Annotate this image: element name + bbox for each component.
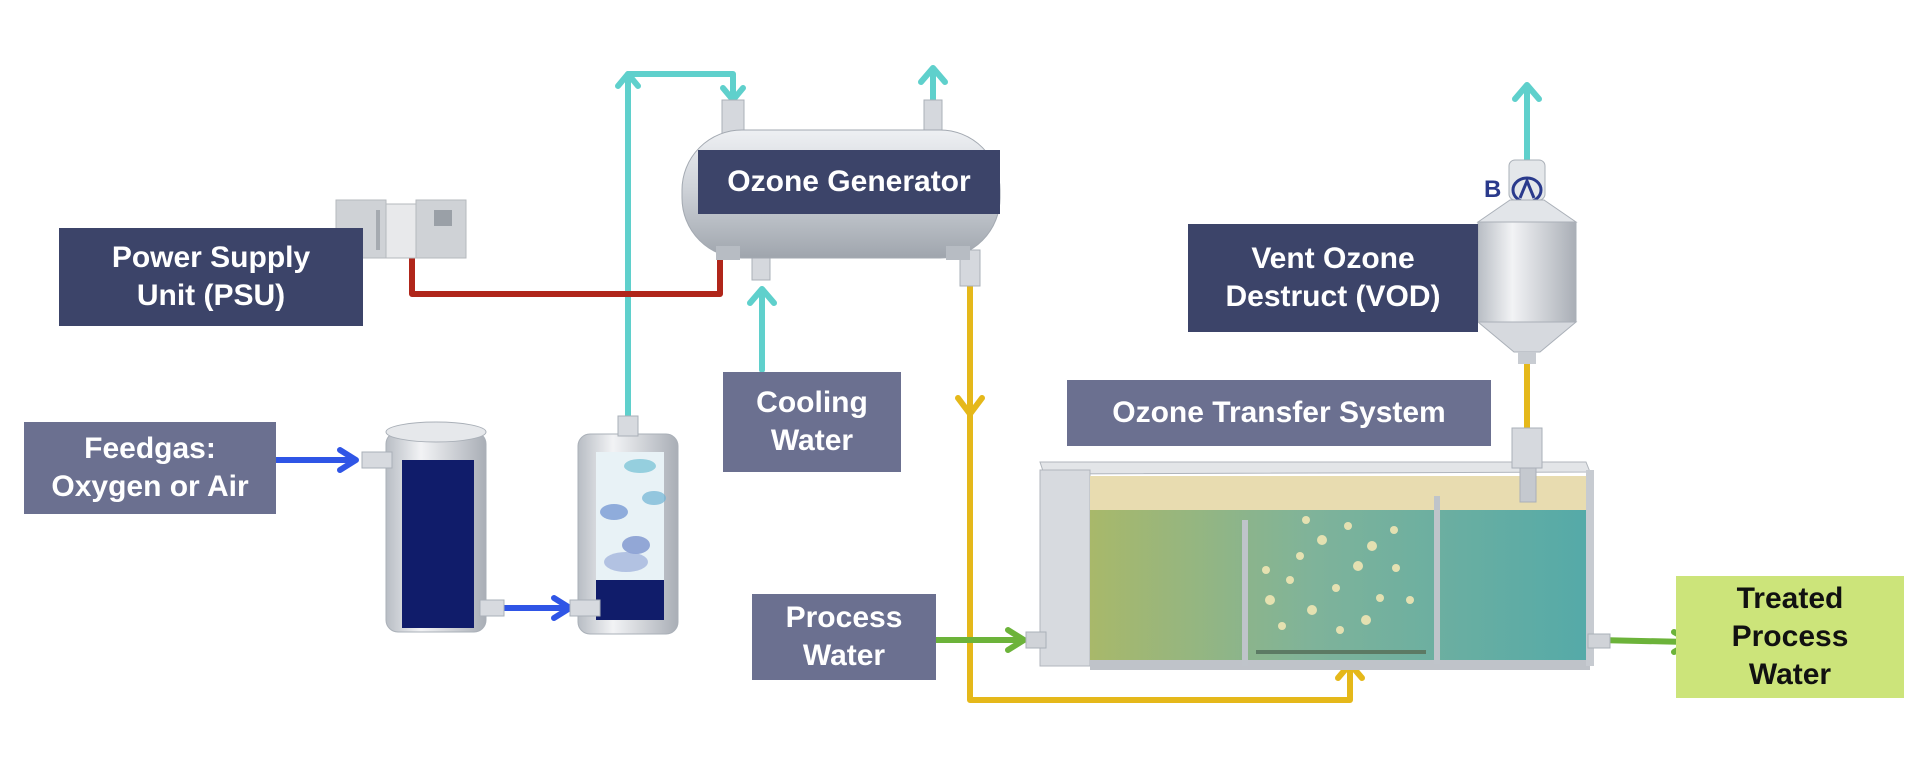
feedgas-vessel-left (361, 421, 505, 633)
process-water-label: Process Water (752, 594, 936, 680)
ozone-transfer-label: Ozone Transfer System (1067, 380, 1491, 446)
vod-unit (1476, 159, 1578, 364)
cooling-water-label: Cooling Water (723, 372, 901, 472)
power-line (409, 250, 723, 297)
treated-water-label: Treated Process Water (1676, 576, 1904, 698)
vod-label: Vent Ozone Destruct (VOD) (1188, 224, 1478, 332)
ozone-generator-label: Ozone Generator (698, 150, 1000, 214)
psu-label: Power Supply Unit (PSU) (59, 228, 363, 326)
vod-mark-b: B (1484, 176, 1502, 203)
feedgas-label: Feedgas: Oxygen or Air (24, 422, 276, 514)
feedgas-vessel-right (569, 415, 679, 635)
ozone-transfer-tank (1025, 427, 1611, 670)
